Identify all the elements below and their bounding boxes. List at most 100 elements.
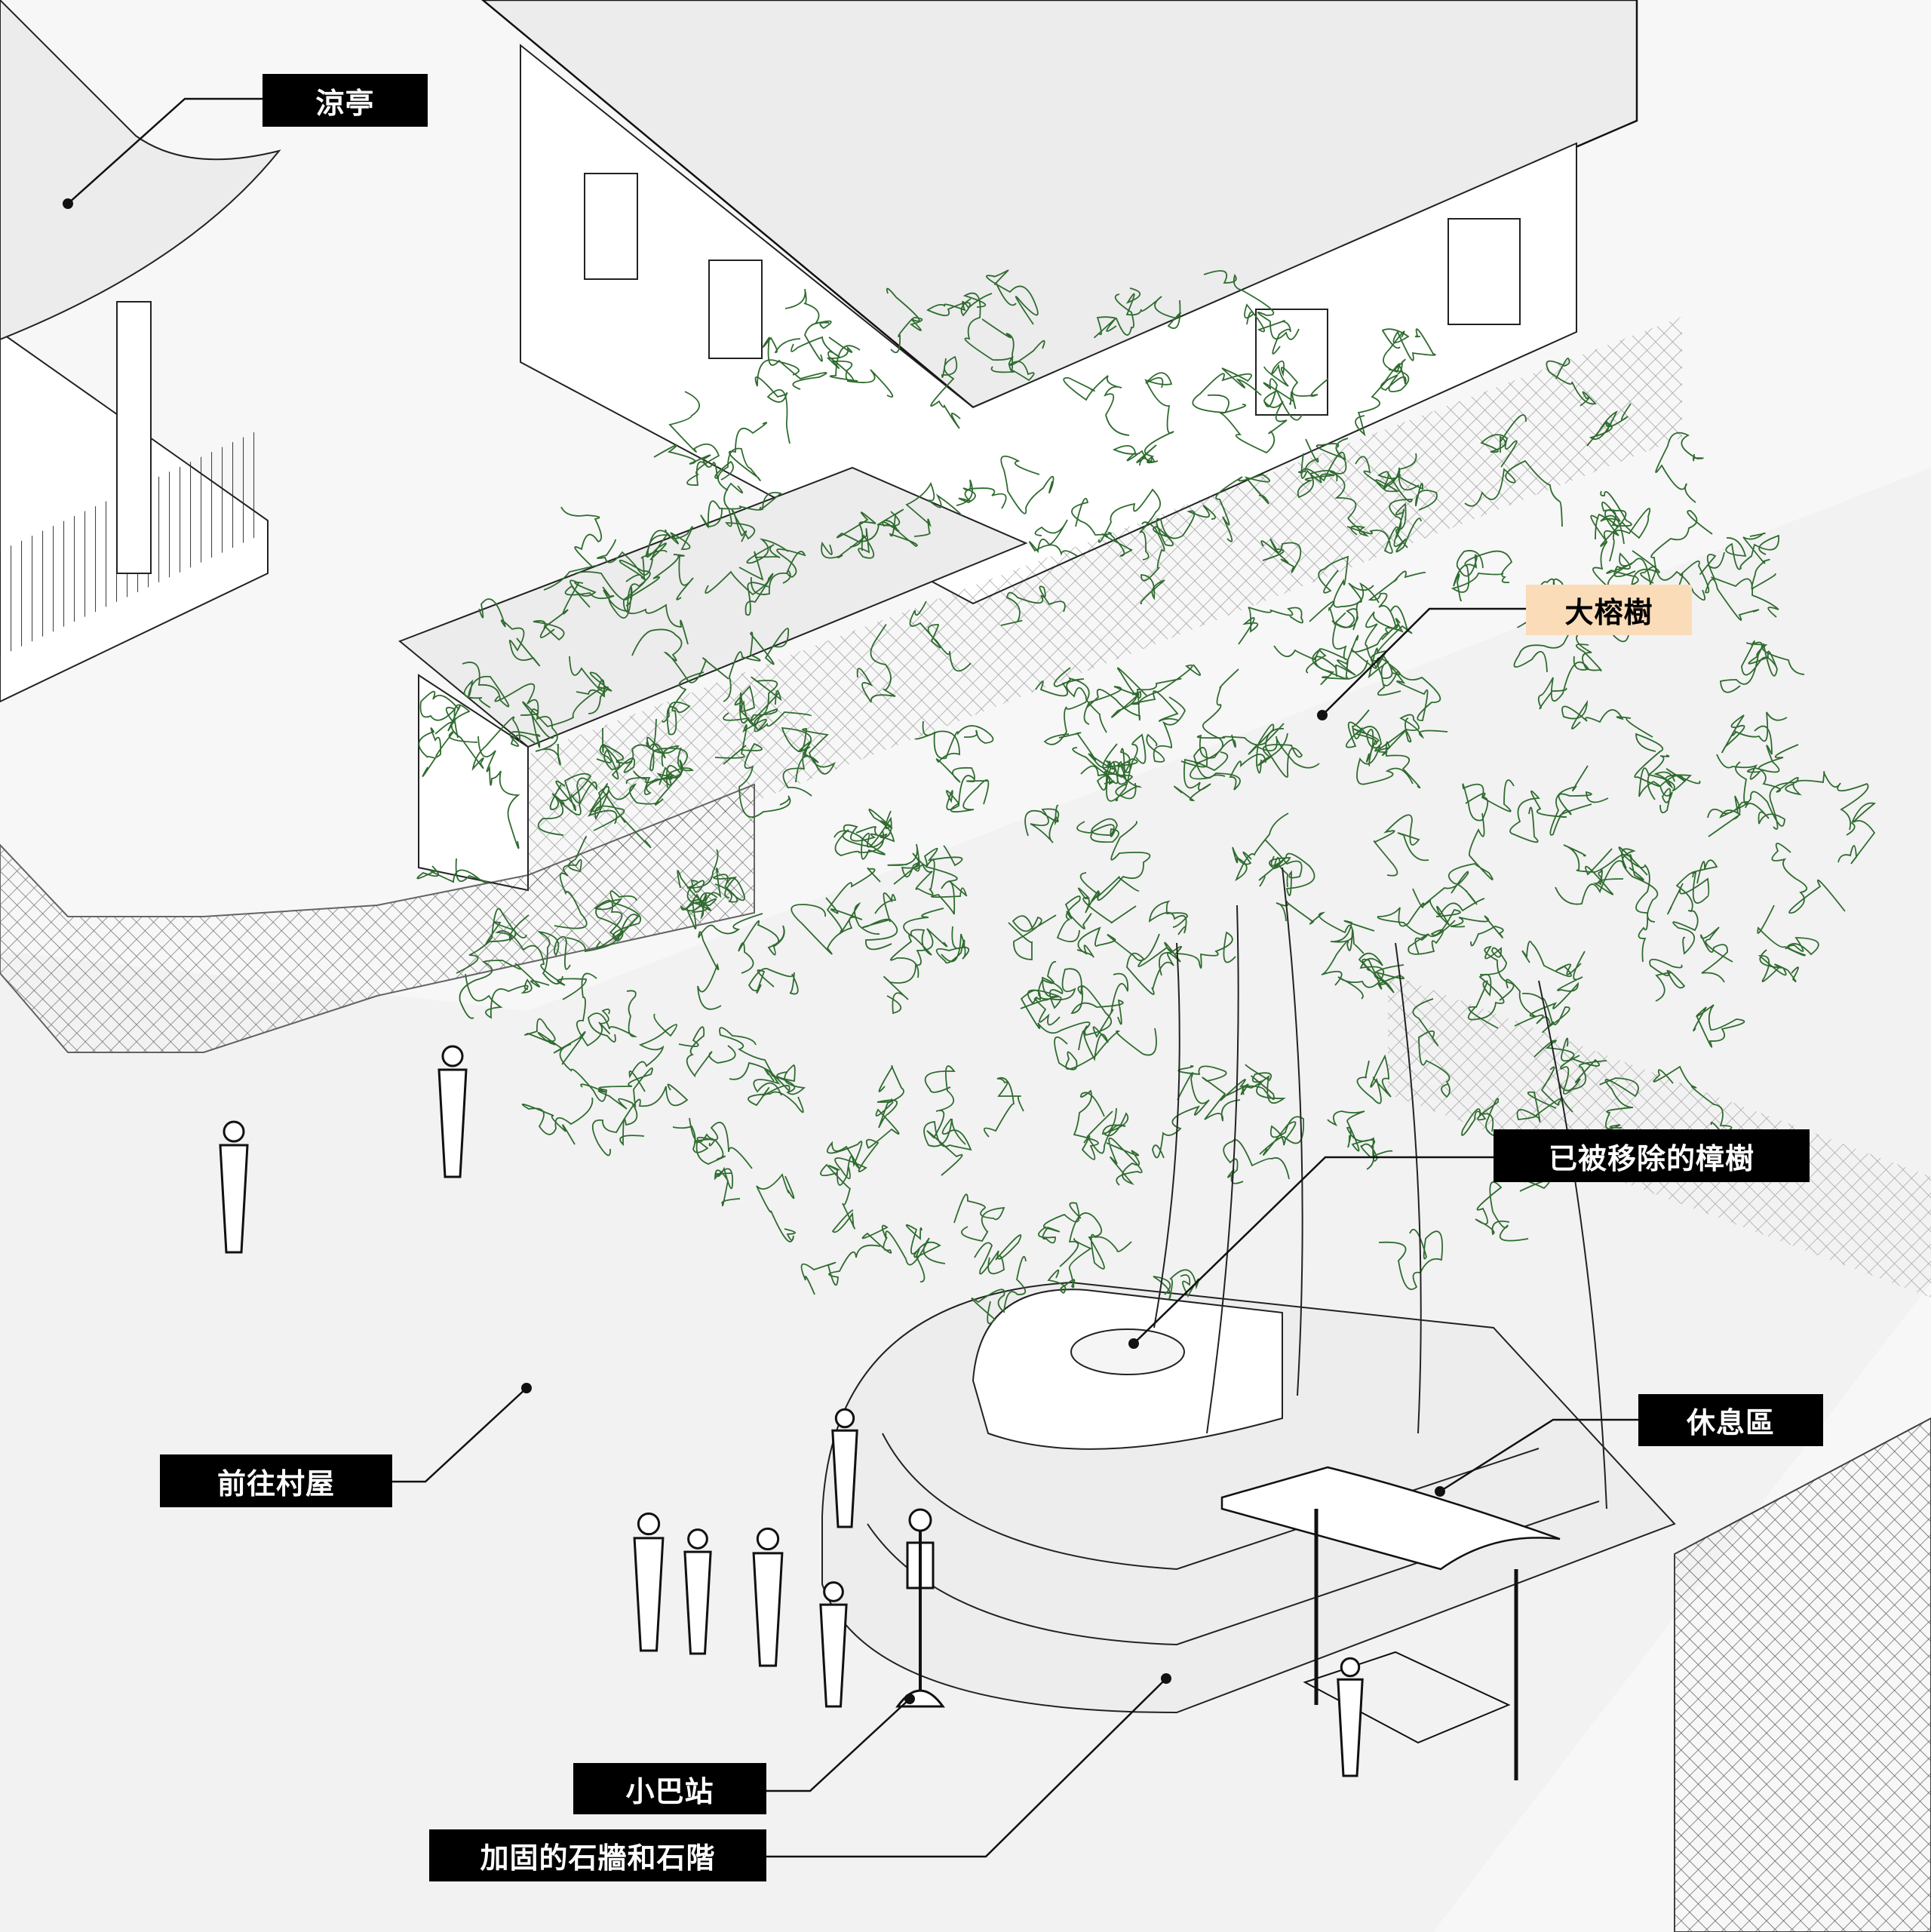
foliage-stroke	[800, 1244, 881, 1295]
foliage-stroke	[1355, 330, 1405, 437]
foliage-stroke	[1306, 600, 1349, 674]
foliage-stroke	[1757, 905, 1819, 957]
foliage-stroke	[1072, 747, 1131, 780]
foliage-stroke	[1546, 358, 1597, 407]
foliage-stroke	[983, 1077, 1024, 1138]
foliage-stroke	[1742, 532, 1776, 590]
foliage-stroke	[946, 775, 990, 812]
foliage-stroke	[781, 726, 837, 775]
foliage-stroke	[974, 1234, 1022, 1275]
foliage-stroke	[1153, 505, 1216, 547]
foliage-stroke	[1356, 729, 1414, 785]
foliage-stroke	[1177, 1065, 1249, 1097]
foliage-stroke	[450, 704, 520, 771]
foliage-stroke	[1655, 432, 1704, 503]
foliage-stroke	[1837, 802, 1876, 865]
foliage-stroke	[533, 579, 591, 641]
foliage-stroke	[861, 1224, 946, 1266]
label-banyan-tree: 大榕樹	[1526, 585, 1692, 635]
foliage-stroke	[1076, 926, 1160, 962]
foliage-stroke	[751, 676, 812, 733]
person-head	[834, 1408, 855, 1429]
foliage-stroke	[1248, 723, 1320, 774]
foliage-stroke	[1086, 667, 1147, 721]
foliage-stroke	[826, 336, 861, 382]
foliage-stroke	[596, 743, 680, 767]
foliage-stroke	[714, 692, 767, 759]
foliage-stroke	[756, 1173, 796, 1242]
foliage-stroke	[909, 600, 972, 672]
foliage-stroke	[1561, 699, 1653, 738]
foliage-stroke	[1083, 677, 1182, 725]
foliage-stroke	[1555, 848, 1659, 923]
foliage-stroke	[686, 892, 718, 929]
foliage-stroke	[985, 269, 1039, 325]
foliage-stroke	[754, 359, 800, 444]
foliage-stroke	[631, 628, 729, 683]
foliage-stroke	[1355, 456, 1438, 511]
foliage-stroke	[971, 1256, 1027, 1325]
foliage-stroke	[1461, 1098, 1513, 1141]
foliage-stroke	[914, 730, 988, 783]
foliage-stroke	[1509, 790, 1592, 843]
foliage-stroke	[1356, 1054, 1392, 1104]
foliage-stroke	[602, 559, 651, 612]
foliage-stroke	[1070, 985, 1124, 1051]
foliage-stroke	[1020, 989, 1091, 1034]
foliage-stroke	[477, 736, 520, 849]
foliage-stroke	[1000, 455, 1055, 514]
foliage-stroke	[1148, 900, 1188, 935]
foliage-stroke	[1649, 958, 1686, 1002]
foliage-stroke	[738, 920, 785, 974]
foliage-stroke	[926, 293, 993, 317]
person-body	[219, 1144, 249, 1254]
foliage-stroke	[935, 926, 970, 964]
foliage-stroke	[876, 1065, 904, 1129]
foliage-stroke	[1592, 509, 1627, 588]
foliage-stroke	[677, 867, 722, 920]
foliage-stroke	[723, 742, 791, 818]
person-head	[441, 1045, 464, 1067]
foliage-stroke	[1421, 871, 1485, 926]
foliage-stroke	[1735, 761, 1785, 827]
foliage-stroke	[1362, 958, 1405, 994]
foliage-stroke	[1146, 696, 1186, 763]
foliage-stroke	[1447, 812, 1494, 905]
foliage-stroke	[524, 1018, 586, 1065]
foliage-stroke	[1549, 765, 1609, 836]
foliage-stroke	[700, 492, 782, 530]
foliage-stroke	[1276, 900, 1365, 954]
foliage-stroke	[1063, 375, 1130, 436]
foliage-stroke	[953, 1193, 1005, 1242]
foliage-stroke	[1105, 733, 1147, 776]
aerial-root	[1282, 867, 1303, 1396]
foliage-stroke	[1600, 490, 1632, 545]
foliage-stroke	[1238, 607, 1303, 645]
foliage-stroke	[1647, 754, 1693, 791]
foliage-stroke	[1387, 472, 1414, 548]
foliage-stroke	[1079, 821, 1151, 903]
foliage-stroke	[1475, 1181, 1529, 1242]
foliage-stroke	[1159, 931, 1236, 976]
foliage-stroke	[653, 444, 734, 481]
foliage-stroke	[462, 662, 510, 708]
minibus-stop-sign	[895, 1508, 945, 1708]
foliage-stroke	[1054, 1027, 1157, 1070]
foliage-stroke	[595, 890, 641, 949]
label-rest-area: 休息區	[1638, 1394, 1823, 1446]
leader-lines	[67, 97, 1638, 1858]
foliage-stroke	[1318, 555, 1380, 608]
foliage-stroke	[1337, 952, 1384, 1000]
foliage-stroke	[1346, 709, 1380, 763]
person-body	[437, 1068, 468, 1178]
foliage-stroke	[1106, 1137, 1143, 1186]
foliage-stroke	[1700, 926, 1733, 983]
foliage-stroke	[672, 1121, 753, 1169]
foliage-stroke	[576, 972, 610, 1047]
foliage-stroke	[416, 858, 489, 883]
person-head	[1340, 1657, 1361, 1678]
foliage-stroke	[1380, 358, 1410, 393]
foliage-stroke	[1521, 941, 1582, 978]
foliage-stroke	[1746, 642, 1805, 677]
